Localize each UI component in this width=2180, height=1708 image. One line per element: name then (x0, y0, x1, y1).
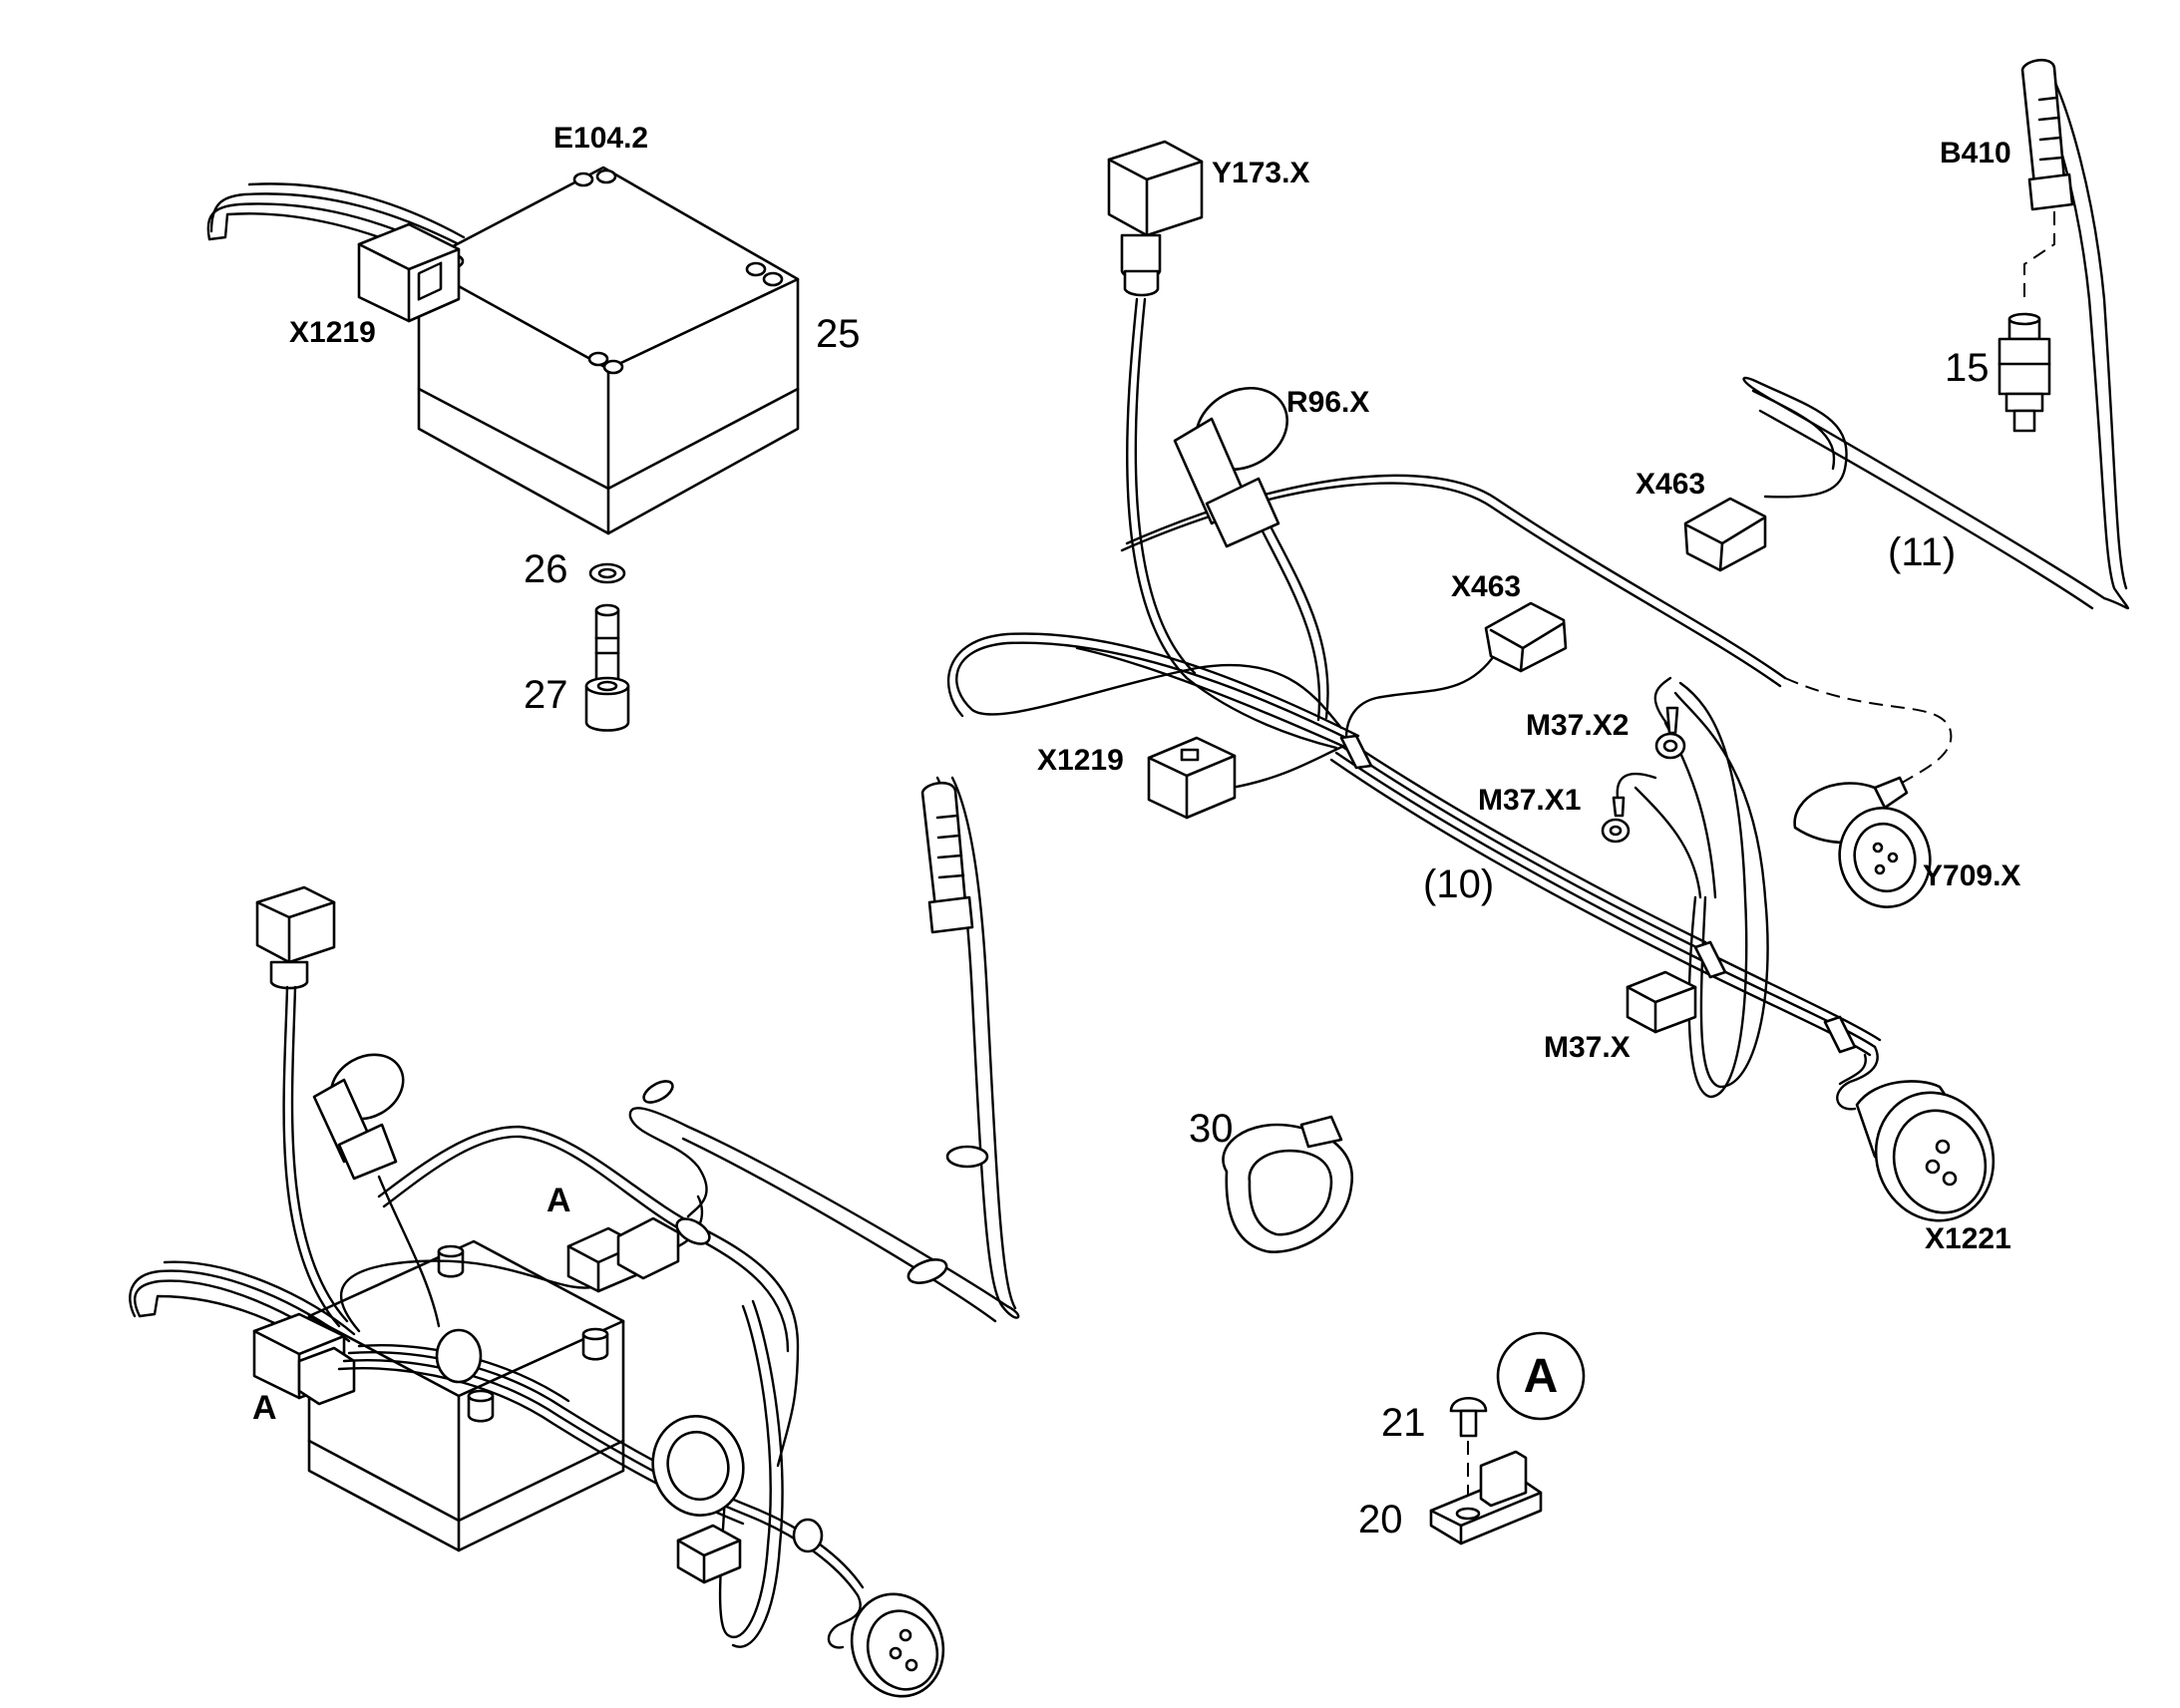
clip-30 (1222, 1115, 1354, 1253)
screw-27 (584, 603, 630, 732)
label-detail-a-lower: A (546, 1182, 571, 1219)
connector-x463-top (1683, 497, 1767, 572)
label-y709-x: Y709.X (1923, 859, 2020, 892)
pressure-sensor-15 (1998, 312, 2051, 433)
label-x1221: X1221 (1925, 1222, 2011, 1255)
label-x1219-mid: X1219 (1037, 744, 1124, 777)
connector-y709-x (1793, 776, 1932, 908)
label-m37-x2: M37.X2 (1526, 709, 1629, 742)
label-item-26: 26 (524, 547, 568, 591)
label-detail-a-circle: A (1524, 1350, 1559, 1403)
label-item-21: 21 (1381, 1401, 1426, 1445)
connector-x1221 (1855, 1080, 1996, 1222)
label-item-27: 27 (524, 673, 568, 717)
label-x463-mid: X463 (1451, 570, 1521, 603)
label-b410: B410 (1940, 137, 2011, 170)
label-item-25: 25 (816, 312, 861, 356)
label-item-20: 20 (1358, 1498, 1403, 1541)
connector-x463-mid (1484, 601, 1568, 673)
label-item-30: 30 (1189, 1107, 1234, 1151)
detail-a-callout (1496, 1331, 1586, 1421)
harness-10 (946, 297, 1953, 1111)
label-item-11: (11) (1888, 530, 1956, 574)
connector-y173-x (1107, 140, 1204, 297)
ring-terminal-m37-x1 (1601, 772, 1657, 844)
label-r96-x: R96.X (1286, 386, 1369, 419)
label-e104-2: E104.2 (553, 122, 648, 155)
label-x1219-top: X1219 (289, 316, 376, 349)
ring-terminal-m37-x2 (1653, 676, 1686, 760)
label-detail-a-left: A (252, 1389, 277, 1427)
washer-26 (588, 562, 626, 584)
label-m37-x1: M37.X1 (1478, 784, 1581, 817)
label-y173-x: Y173.X (1212, 157, 1309, 189)
label-m37-x: M37.X (1544, 1031, 1631, 1064)
connector-r96-x (1173, 386, 1289, 548)
connector-m37-x (1626, 970, 1697, 1034)
control-unit-e104-2 (206, 166, 800, 535)
harness-11 (1742, 58, 2130, 610)
connector-x1219-mid (1147, 736, 1237, 820)
clamp-20 (1429, 1450, 1543, 1545)
assembled-view (129, 776, 1020, 1698)
label-item-15: 15 (1945, 346, 1990, 390)
label-x463-top: X463 (1635, 468, 1705, 501)
label-item-10: (10) (1423, 862, 1494, 906)
